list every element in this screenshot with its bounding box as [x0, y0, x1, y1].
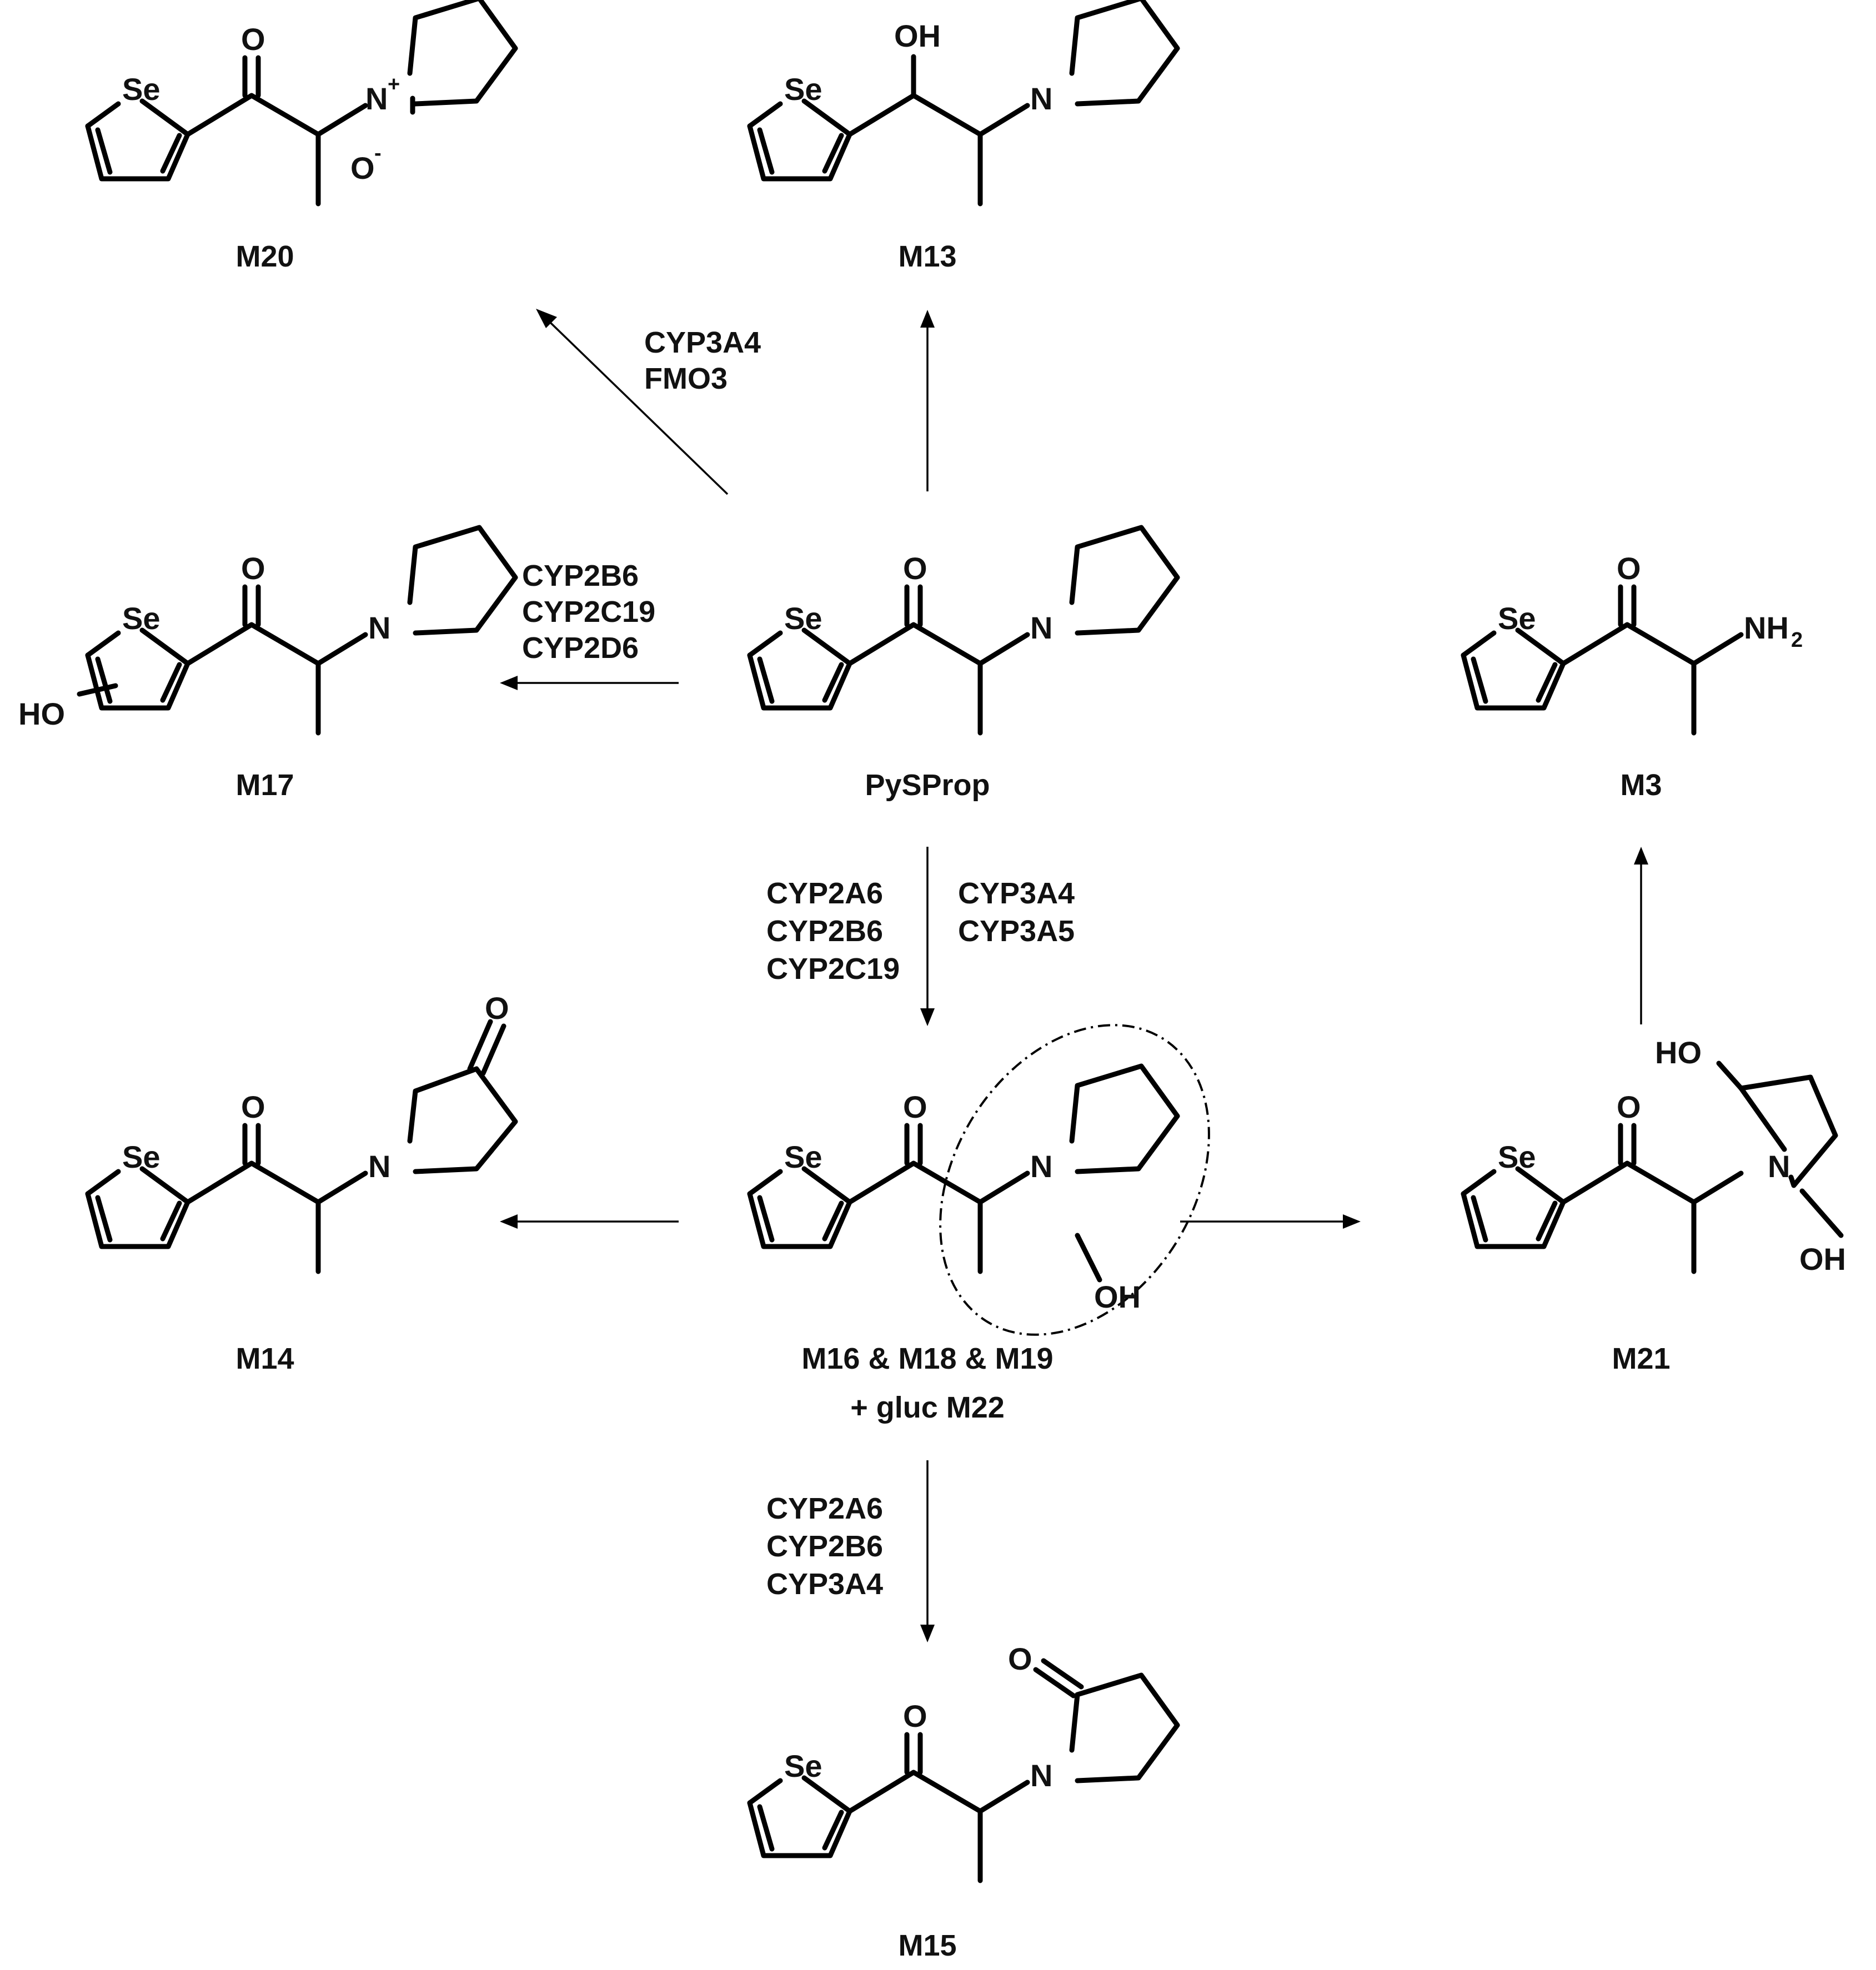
structure-m13: Se OH N — [747, 0, 1180, 207]
hydroxyl-group: OH — [1094, 1279, 1141, 1314]
arrow-to-m15 — [920, 1460, 935, 1642]
structure-m15: Se O N O — [747, 1641, 1180, 1883]
negative-charge: - — [374, 142, 382, 165]
compound-label-gluc-m22: + gluc M22 — [850, 1391, 1005, 1424]
selenium-atom: Se — [122, 72, 160, 107]
oxygen-atom: O — [903, 1698, 927, 1733]
compound-labels: M20 M13 M17 PySProp M3 M14 M16 & M18 & M… — [235, 240, 1670, 1962]
arrow-to-m21 — [1180, 1214, 1361, 1229]
compound-label-m14: M14 — [235, 1342, 294, 1375]
nitrogen-atom: N — [1030, 81, 1052, 116]
hydroxyl-group: OH — [894, 18, 941, 53]
arrow-to-m14 — [500, 1214, 679, 1229]
structure-m16-m18-m19: Se O N OH — [747, 1024, 1210, 1336]
compound-label-m17: M17 — [235, 768, 294, 802]
structure-pysprop: Se O N — [747, 525, 1180, 736]
nitrogen-atom: N — [1030, 1758, 1052, 1793]
enzyme-label: CYP3A4 — [766, 1567, 883, 1601]
oxygen-atom: O — [485, 991, 509, 1026]
compound-label-m3: M3 — [1620, 768, 1662, 802]
nitrogen-atom: N — [368, 610, 390, 645]
amine-group: NH — [1744, 610, 1789, 645]
oxygen-atom: O — [1617, 551, 1641, 586]
selenium-atom: Se — [784, 72, 822, 107]
arrow-to-m13 — [920, 310, 935, 491]
structure-m20: Se O N + O - — [85, 0, 518, 207]
structure-m3: Se O NH 2 — [1461, 551, 1803, 736]
nitrogen-atom: N — [368, 1149, 390, 1184]
arrow-to-m16 — [920, 847, 935, 1026]
oxygen-atom: O — [903, 551, 927, 586]
hydroxyl-group: OH — [1799, 1242, 1846, 1277]
arrow-to-m17 — [500, 676, 679, 690]
enzyme-label: CYP3A4 — [644, 326, 761, 359]
oxygen-atom: O — [241, 22, 265, 57]
nitrogen-atom: N — [1768, 1149, 1790, 1184]
selenium-atom: Se — [1498, 601, 1536, 636]
selenium-atom: Se — [122, 1139, 160, 1174]
selenium-atom: Se — [1498, 1139, 1536, 1174]
positive-charge: + — [388, 73, 400, 96]
arrow-to-m3 — [1634, 847, 1648, 1024]
reaction-arrows — [500, 309, 1648, 1642]
enzyme-label: CYP3A5 — [958, 914, 1075, 948]
compound-label-m16-m18-m19: M16 & M18 & M19 — [801, 1342, 1053, 1375]
enzyme-label: CYP2A6 — [766, 877, 883, 910]
enzyme-label: CYP2D6 — [522, 631, 639, 665]
oxygen-atom: O — [241, 551, 265, 586]
structure-m17: Se O N HO — [18, 525, 518, 736]
enzyme-label: CYP2A6 — [766, 1492, 883, 1525]
structure-m14: Se O N O — [85, 991, 518, 1274]
enzyme-labels: CYP3A4 FMO3 CYP2B6 CYP2C19 CYP2D6 CYP2A6… — [522, 326, 1075, 1601]
amine-subscript: 2 — [1791, 629, 1803, 652]
nitrogen-atom: N — [1030, 1149, 1052, 1184]
enzyme-label: CYP2B6 — [766, 914, 883, 948]
selenium-atom: Se — [784, 1139, 822, 1174]
compound-label-m21: M21 — [1612, 1342, 1670, 1375]
oxygen-atom: O — [1617, 1089, 1641, 1124]
oxygen-atom: O — [1008, 1641, 1032, 1676]
enzyme-label: CYP2B6 — [522, 559, 639, 592]
arrow-to-m20 — [536, 309, 729, 495]
compound-label-m15: M15 — [898, 1929, 956, 1962]
selenium-atom: Se — [122, 601, 160, 636]
oxygen-atom: O — [350, 150, 375, 185]
hydroxyl-group: HO — [18, 696, 65, 731]
nitrogen-atom: N — [1030, 610, 1052, 645]
oxygen-atom: O — [241, 1089, 265, 1124]
structure-m21: Se O N HO OH — [1461, 1035, 1846, 1277]
nitrogen-atom: N — [365, 81, 388, 116]
selenium-atom: Se — [784, 1748, 822, 1783]
enzyme-label: CYP2B6 — [766, 1530, 883, 1563]
compound-label-m20: M20 — [235, 240, 294, 273]
hydroxyl-group: HO — [1655, 1035, 1702, 1070]
enzyme-label: FMO3 — [644, 362, 728, 395]
compound-label-m13: M13 — [898, 240, 956, 273]
enzyme-label: CYP2C19 — [766, 952, 900, 986]
enzyme-label: CYP3A4 — [958, 877, 1075, 910]
selenium-atom: Se — [784, 601, 822, 636]
hydroxylation-region-marker — [939, 1024, 1210, 1336]
oxygen-atom: O — [903, 1089, 927, 1124]
compound-label-pysprop: PySProp — [865, 768, 990, 802]
enzyme-label: CYP2C19 — [522, 595, 655, 629]
